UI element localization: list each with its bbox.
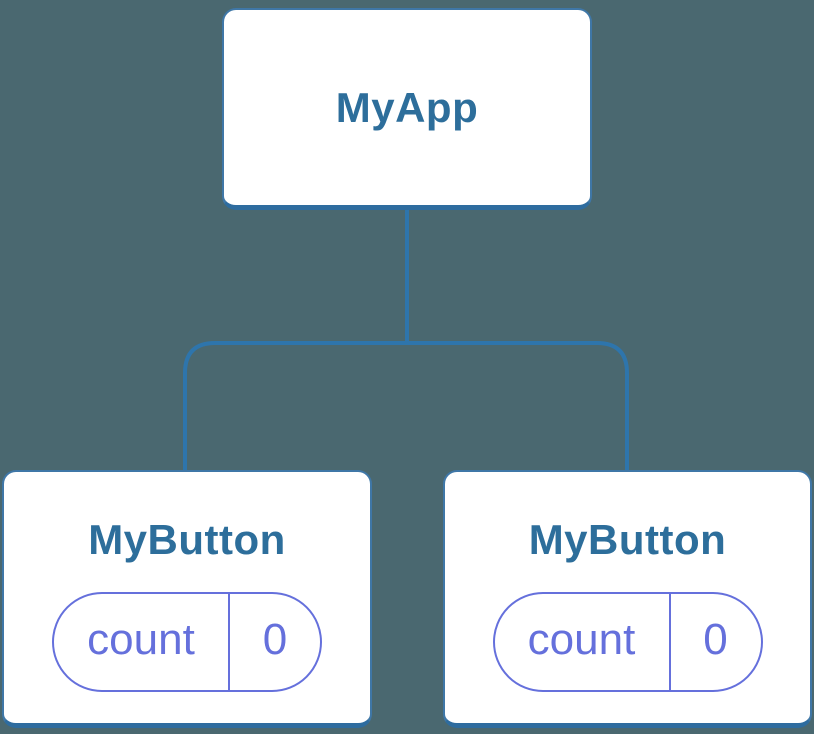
component-name-label: MyApp — [335, 83, 479, 131]
state-key-cell: count — [54, 594, 228, 690]
component-card-mybutton-right: MyButton count 0 — [443, 470, 812, 728]
component-name-label: MyButton — [88, 516, 286, 563]
state-value-label: 0 — [703, 615, 728, 664]
connector-bracket — [183, 341, 629, 474]
state-key-cell: count — [495, 594, 669, 690]
component-name-label: MyButton — [528, 516, 727, 563]
state-pill: count 0 — [52, 592, 322, 692]
state-pill: count 0 — [492, 592, 763, 692]
component-card-mybutton-left: MyButton count 0 — [2, 470, 372, 728]
component-card-myapp: MyApp — [222, 8, 592, 210]
state-value-cell: 0 — [668, 594, 761, 690]
state-key-label: count — [527, 615, 636, 664]
state-value-label: 0 — [262, 615, 288, 664]
state-key-label: count — [87, 615, 195, 664]
state-value-cell: 0 — [228, 594, 320, 690]
